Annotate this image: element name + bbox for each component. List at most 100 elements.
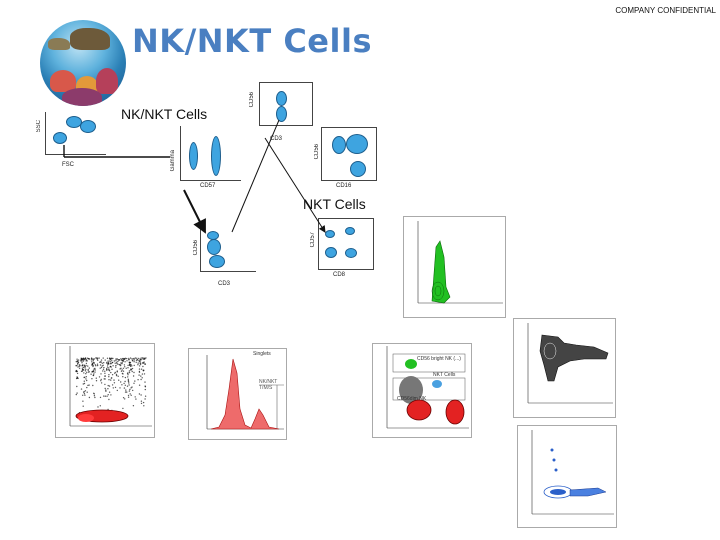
scatter-dot <box>86 376 87 377</box>
scatter-dot <box>140 364 141 365</box>
scatter-dot <box>91 357 92 358</box>
scatter-dot <box>128 395 129 396</box>
scatter-dot <box>112 358 113 359</box>
scatter-dot <box>84 395 85 396</box>
scatter-dot <box>100 373 101 374</box>
scatter-dot <box>104 371 105 372</box>
scatter-dot <box>128 380 129 381</box>
scatter-dot <box>87 392 88 393</box>
scatter-dot <box>92 385 93 386</box>
scatter-dot <box>81 362 82 363</box>
scatter-dot <box>119 364 120 365</box>
scatter-dot <box>112 362 113 363</box>
scatter-dot <box>112 365 113 366</box>
scatter-dot <box>144 381 145 382</box>
scatter-dot-plot-svg <box>56 344 154 437</box>
scatter-dot <box>127 386 128 387</box>
scatter-dot <box>91 361 92 362</box>
scatter-dot <box>118 380 119 381</box>
scatter-dot <box>82 371 83 372</box>
scatter-dot <box>127 376 128 377</box>
scatter-dot <box>109 360 110 361</box>
scatter-dot <box>128 382 129 383</box>
scatter-dot <box>87 365 88 366</box>
scatter-dot <box>114 360 115 361</box>
scatter-dot <box>77 360 78 361</box>
scatter-dot <box>79 364 80 365</box>
scatter-dot <box>122 358 123 359</box>
scatter-dot <box>100 405 101 406</box>
scatter-dot <box>110 394 111 395</box>
scatter-dot <box>130 366 131 367</box>
scatter-dot <box>139 385 140 386</box>
scatter-dot <box>138 374 139 375</box>
scatter-dot <box>110 379 111 380</box>
scatter-dot <box>125 377 126 378</box>
scatter-dot <box>123 361 124 362</box>
scatter-dot <box>84 381 85 382</box>
scatter-dot <box>100 361 101 362</box>
scatter-dot <box>112 374 113 375</box>
scatter-dot <box>97 364 98 365</box>
scatter-dot <box>135 398 136 399</box>
scatter-dot <box>108 374 109 375</box>
scatter-dot <box>86 380 87 381</box>
scatter-dot <box>128 358 129 359</box>
scatter-dot <box>104 384 105 385</box>
scatter-dot <box>140 394 141 395</box>
scatter-dot <box>128 397 129 398</box>
scatter-dot <box>104 375 105 376</box>
arrow-cd3-to-cd56 <box>232 120 279 232</box>
scatter-dot <box>107 366 108 367</box>
scatter-dot <box>82 401 83 402</box>
scatter-dot <box>126 360 127 361</box>
scatter-dot <box>107 364 108 365</box>
scatter-dot <box>109 392 110 393</box>
scatter-dot <box>130 369 131 370</box>
scatter-dot <box>86 363 87 364</box>
histogram-plot-svg <box>189 349 286 439</box>
scatter-dot <box>82 369 83 370</box>
scatter-dot <box>137 364 138 365</box>
scatter-dot <box>110 366 111 367</box>
scatter-dot <box>106 396 107 397</box>
scatter-dot <box>111 358 112 359</box>
scatter-dot <box>115 365 116 366</box>
scatter-dot <box>145 389 146 390</box>
scatter-dot <box>127 367 128 368</box>
scatter-dot <box>101 367 102 368</box>
scatter-dot <box>111 360 112 361</box>
scatter-dot <box>81 359 82 360</box>
scatter-dot <box>111 369 112 370</box>
scatter-dot <box>126 368 127 369</box>
scatter-dot <box>131 386 132 387</box>
scatter-dot <box>85 366 86 367</box>
scatter-dot <box>76 365 77 366</box>
scatter-dot <box>77 364 78 365</box>
scatter-dot <box>122 373 123 374</box>
scatter-dot <box>112 384 113 385</box>
scatter-dot <box>128 359 129 360</box>
scatter-dot <box>97 406 98 407</box>
scatter-dot <box>93 362 94 363</box>
scatter-dot <box>138 362 139 363</box>
scatter-dot <box>129 370 130 371</box>
scatter-dot <box>86 387 87 388</box>
green-population <box>405 359 417 369</box>
scatter-dot <box>143 402 144 403</box>
scatter-dot <box>96 378 97 379</box>
scatter-dot <box>76 359 77 360</box>
scatter-dot <box>101 382 102 383</box>
scatter-dot <box>115 367 116 368</box>
scatter-dot <box>130 357 131 358</box>
scatter-dot <box>133 405 134 406</box>
scatter-dot-plot <box>55 343 155 438</box>
scatter-dot <box>120 381 121 382</box>
scatter-dot <box>98 357 99 358</box>
scatter-dot <box>133 375 134 376</box>
scatter-dot <box>120 368 121 369</box>
scatter-dot <box>124 387 125 388</box>
nk-gating-plot: CD56 bright NK (...) NKT Cells CD56dim N… <box>372 343 472 438</box>
scatter-dot <box>128 379 129 380</box>
grey-contour-plot <box>513 318 616 418</box>
